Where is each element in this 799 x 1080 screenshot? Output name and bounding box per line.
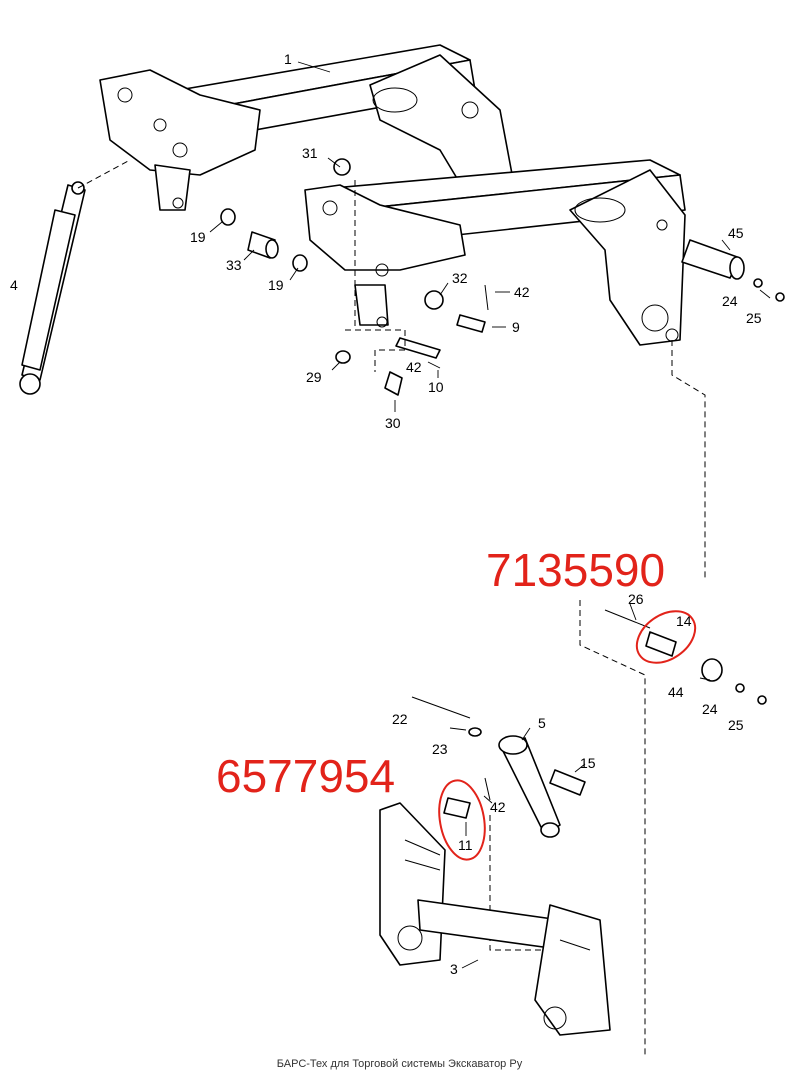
hydraulic-cylinder <box>19 181 86 395</box>
highlight-circle-part-11 <box>438 779 486 861</box>
label-part-30: 30 <box>385 415 401 431</box>
part-labels: 1 31 19 33 19 4 32 42 9 45 24 25 42 10 2… <box>10 51 762 977</box>
label-part-26: 26 <box>628 591 644 607</box>
label-part-19-a: 19 <box>190 229 206 245</box>
label-part-4: 4 <box>10 277 18 293</box>
label-part-24-a: 24 <box>722 293 738 309</box>
label-part-9: 9 <box>512 319 520 335</box>
label-part-5: 5 <box>538 715 546 731</box>
label-part-11: 11 <box>458 837 473 853</box>
part-number-annotation-top: 7135590 <box>486 544 665 596</box>
label-part-25-a: 25 <box>746 310 762 326</box>
label-part-29: 29 <box>306 369 322 385</box>
label-part-15: 15 <box>580 755 596 771</box>
label-part-42-b: 42 <box>406 359 422 375</box>
label-part-44: 44 <box>668 684 684 700</box>
label-part-14: 14 <box>676 613 692 629</box>
highlight-circle-part-14 <box>635 610 697 664</box>
label-part-42-c: 42 <box>490 799 506 815</box>
exploded-parts-diagram: 1 31 19 33 19 4 32 42 9 45 24 25 42 10 2… <box>10 44 785 1058</box>
label-part-19-b: 19 <box>268 277 284 293</box>
label-part-3: 3 <box>450 961 458 977</box>
label-part-42-a: 42 <box>514 284 530 300</box>
label-part-23: 23 <box>432 741 448 757</box>
label-part-45: 45 <box>728 225 744 241</box>
loader-arm-frame <box>99 44 686 346</box>
label-part-10: 10 <box>428 379 444 395</box>
label-part-1: 1 <box>284 51 292 67</box>
label-part-33: 33 <box>226 257 242 273</box>
label-part-31: 31 <box>302 145 318 161</box>
label-part-24-b: 24 <box>702 701 718 717</box>
part-number-annotation-bottom: 6577954 <box>216 750 395 802</box>
label-part-32: 32 <box>452 270 468 286</box>
footer-caption: БАРС-Тех для Торговой системы Экскаватор… <box>276 1058 523 1070</box>
quick-attach-assembly <box>379 609 767 1036</box>
label-part-22: 22 <box>392 711 408 727</box>
leader-lines <box>209 61 771 969</box>
dashed-routing-lines <box>77 159 706 1058</box>
upper-small-parts <box>220 158 785 396</box>
label-part-25-b: 25 <box>728 717 744 733</box>
